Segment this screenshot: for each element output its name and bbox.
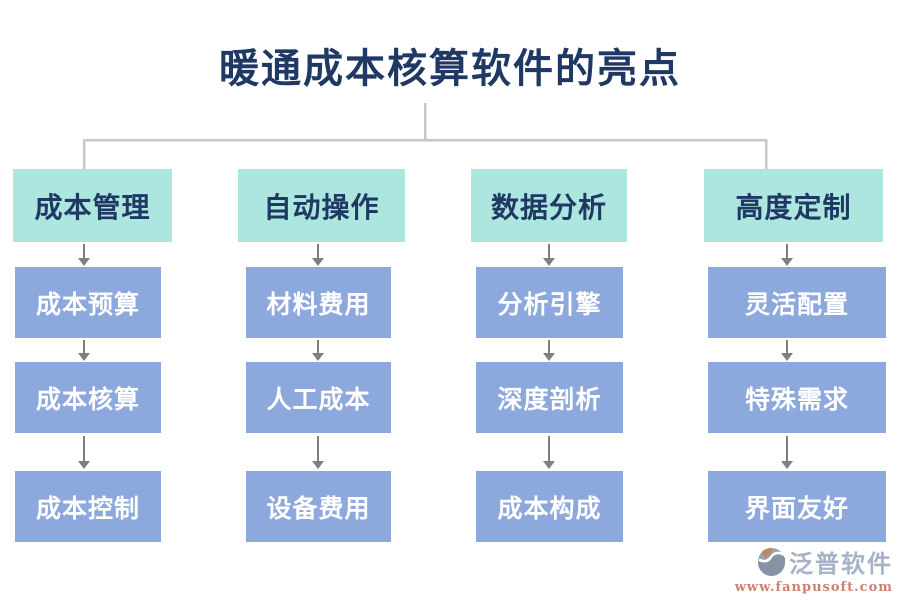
arrow-down-icon [311, 244, 325, 266]
brand-name: 泛普软件 [789, 548, 893, 578]
column-header: 数据分析 [471, 169, 627, 242]
column-header: 自动操作 [238, 169, 405, 242]
flow-item: 分析引擎 [476, 267, 623, 338]
flow-item: 深度剖析 [476, 362, 623, 433]
connector-horizontal-line [83, 139, 767, 141]
arrow-down-icon [311, 436, 325, 469]
flow-item: 界面友好 [708, 471, 886, 542]
flow-item: 材料费用 [246, 267, 391, 338]
arrow-down-icon [780, 436, 794, 469]
diagram-title: 暖通成本核算软件的亮点 [219, 45, 681, 92]
arrow-down-icon [780, 340, 794, 361]
flow-item: 成本核算 [15, 362, 161, 433]
arrow-down-icon [77, 340, 91, 361]
fanpu-logo-icon [757, 547, 786, 580]
arrow-down-icon [542, 340, 556, 361]
flow-item: 特殊需求 [708, 362, 886, 433]
flow-item: 成本预算 [15, 267, 161, 338]
brand-url: www.fanpusoft.com [734, 580, 893, 596]
connector-right-drop [765, 139, 767, 170]
flow-item: 设备费用 [246, 471, 391, 542]
flow-item: 成本控制 [15, 471, 161, 542]
flow-item: 人工成本 [246, 362, 391, 433]
connector-title-stem [424, 103, 426, 140]
arrow-down-icon [542, 244, 556, 266]
arrow-down-icon [311, 340, 325, 361]
arrow-down-icon [77, 244, 91, 266]
column-header: 高度定制 [704, 169, 883, 242]
arrow-down-icon [780, 244, 794, 266]
arrow-down-icon [77, 436, 91, 469]
arrow-down-icon [542, 436, 556, 469]
column-header: 成本管理 [13, 169, 172, 242]
brand-watermark: 泛普软件 www.fanpusoft.com [735, 547, 893, 596]
connector-left-drop [83, 139, 85, 170]
flow-item: 灵活配置 [708, 267, 886, 338]
flow-item: 成本构成 [476, 471, 623, 542]
